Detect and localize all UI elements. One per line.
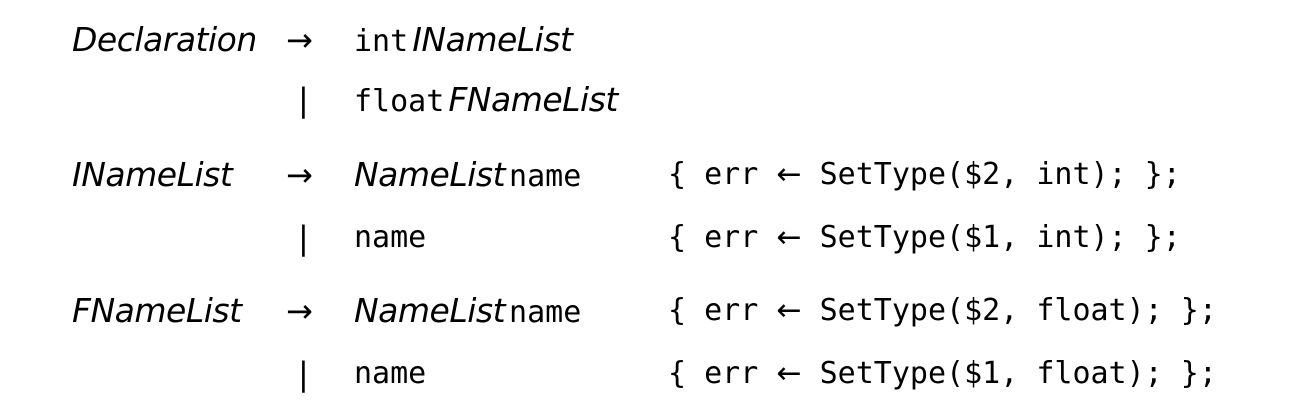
nonterminal-namelist: NameList: [354, 155, 506, 194]
action-call: SetType($2, float); };: [801, 293, 1217, 328]
semantic-action: { err ← SetType($2, int); };: [668, 145, 1181, 205]
action-open: { err: [668, 356, 777, 391]
terminal-name: name: [354, 356, 427, 391]
rhs: name: [354, 344, 426, 409]
lhs-declaration: Declaration: [72, 20, 257, 59]
lhs-fnamelist: FNameList: [72, 291, 242, 330]
lhs-inamelist: INameList: [72, 155, 233, 194]
rhs: NameList name: [354, 145, 581, 212]
production-inamelist-list: INameList → NameList name { err ← SetTyp…: [0, 145, 1312, 205]
semantic-action: { err ← SetType($1, float); };: [668, 344, 1217, 404]
action-call: SetType($1, int); };: [801, 220, 1181, 255]
semantic-action: { err ← SetType($1, int); };: [668, 208, 1181, 268]
action-open: { err: [668, 220, 777, 255]
keyword-float: float: [354, 84, 445, 119]
assign-arrow: ←: [776, 220, 802, 255]
rhs: float FNameList: [354, 70, 618, 137]
nonterminal-fnamelist: FNameList: [448, 80, 618, 119]
alternative-bar: |: [298, 81, 309, 119]
semantic-action: { err ← SetType($2, float); };: [668, 281, 1217, 341]
production-arrow: →: [286, 292, 313, 330]
alternative-bar: |: [298, 355, 309, 393]
action-open: { err: [668, 157, 777, 192]
production-arrow: →: [286, 21, 313, 59]
action-open: { err: [668, 293, 777, 328]
terminal-name: name: [509, 159, 582, 194]
production-declaration-int: Declaration → int INameList: [0, 10, 1312, 70]
rhs: name: [354, 208, 426, 273]
rhs: NameList name: [354, 281, 581, 348]
alternative-bar: |: [298, 219, 309, 257]
keyword-int: int: [354, 24, 409, 59]
terminal-name: name: [509, 295, 582, 330]
assign-arrow: ←: [776, 356, 802, 391]
production-declaration-float: | float FNameList: [0, 70, 1312, 130]
action-call: SetType($1, float); };: [801, 356, 1217, 391]
production-fnamelist-list: FNameList → NameList name { err ← SetTyp…: [0, 281, 1312, 341]
production-inamelist-single: | name { err ← SetType($1, int); };: [0, 208, 1312, 268]
nonterminal-inamelist: INameList: [412, 20, 573, 59]
production-fnamelist-single: | name { err ← SetType($1, float); };: [0, 344, 1312, 404]
terminal-name: name: [354, 220, 427, 255]
production-arrow: →: [286, 156, 313, 194]
assign-arrow: ←: [776, 157, 802, 192]
action-call: SetType($2, int); };: [801, 157, 1181, 192]
assign-arrow: ←: [776, 293, 802, 328]
rhs: int INameList: [354, 10, 573, 77]
nonterminal-namelist: NameList: [354, 291, 506, 330]
